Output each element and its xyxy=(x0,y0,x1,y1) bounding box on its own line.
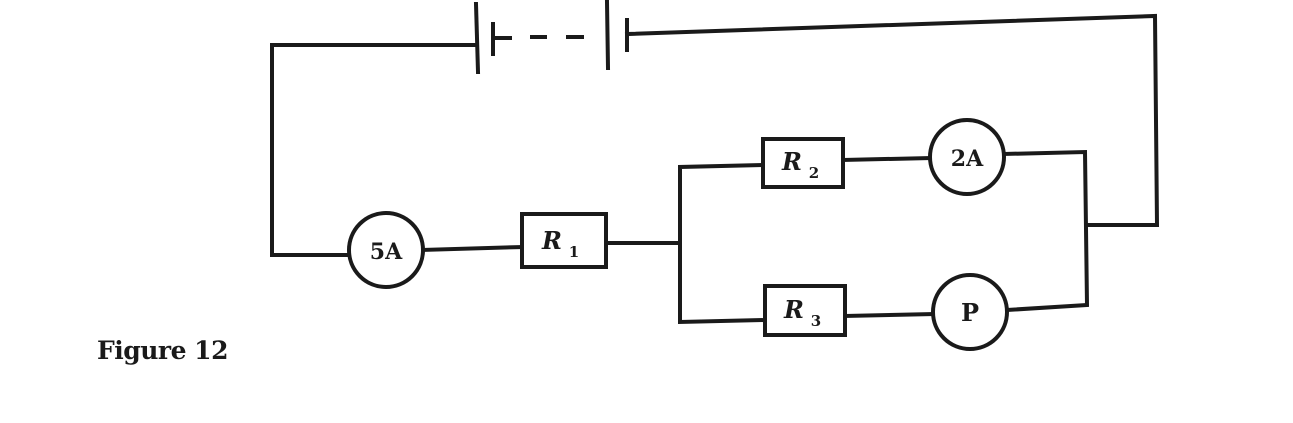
wires xyxy=(270,13,1160,325)
resistor-r2: R 2 xyxy=(761,137,845,189)
resistor-r3: R 3 xyxy=(763,284,847,337)
figure-caption: Figure 12 xyxy=(97,336,228,365)
battery xyxy=(473,0,629,75)
svg-text:1: 1 xyxy=(569,243,579,261)
meter-p: P xyxy=(931,273,1009,351)
resistor-r1: R 1 xyxy=(520,212,608,269)
svg-text:2: 2 xyxy=(809,164,819,182)
svg-text:R: R xyxy=(781,147,802,176)
svg-text:R: R xyxy=(541,226,562,255)
ammeter-5a: 5A xyxy=(347,211,425,289)
svg-text:5A: 5A xyxy=(370,239,403,265)
svg-text:P: P xyxy=(961,298,979,327)
svg-text:3: 3 xyxy=(811,312,821,330)
svg-text:R: R xyxy=(783,295,804,324)
svg-text:2A: 2A xyxy=(951,146,984,172)
ammeter-2a: 2A xyxy=(928,118,1006,196)
